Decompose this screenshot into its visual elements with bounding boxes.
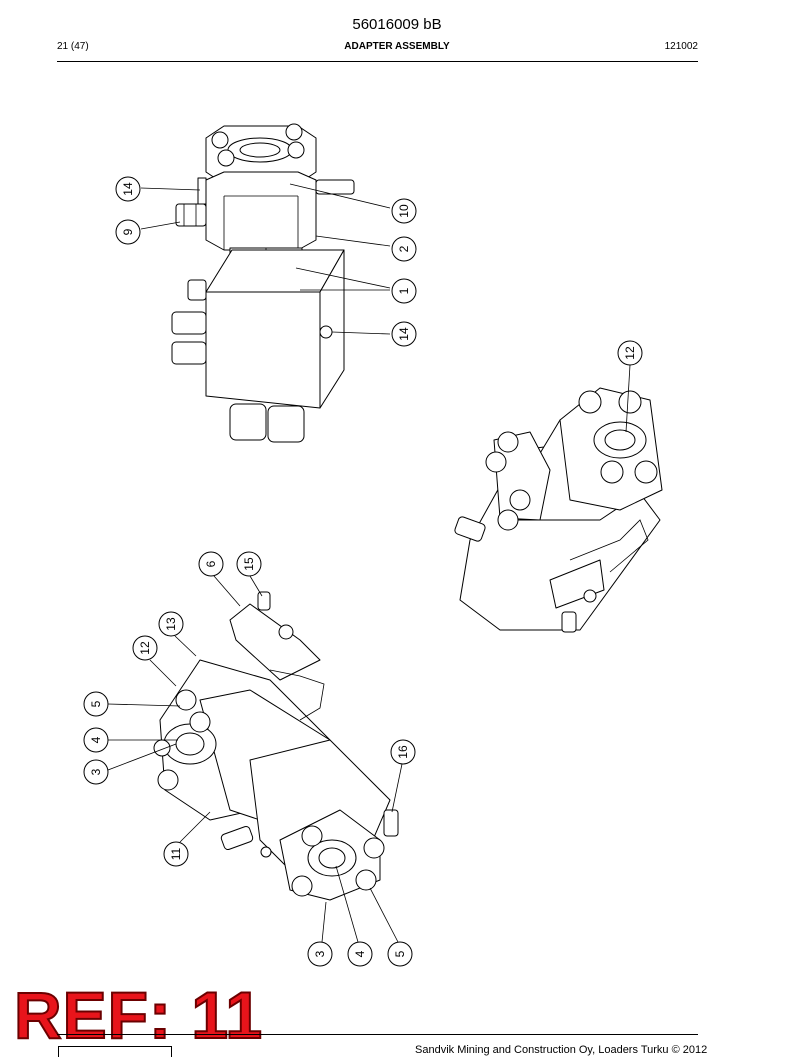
svg-text:14: 14 bbox=[121, 182, 135, 196]
svg-text:4: 4 bbox=[89, 736, 103, 743]
ref-stamp: REF: 11 bbox=[13, 978, 264, 1052]
bottom-callouts: 6 15 13 12 5 4 3 11 16 3 4 5 bbox=[83, 551, 416, 967]
callout-6: 6 bbox=[198, 551, 224, 577]
footer-logo bbox=[58, 1046, 172, 1057]
right-assembly-view bbox=[454, 387, 663, 633]
svg-text:1: 1 bbox=[397, 287, 411, 294]
footer-rule bbox=[57, 1034, 698, 1035]
callout-12-right: 12 bbox=[617, 340, 643, 366]
svg-text:5: 5 bbox=[393, 950, 407, 957]
svg-text:3: 3 bbox=[89, 768, 103, 775]
svg-text:12: 12 bbox=[138, 641, 152, 655]
callout-11: 11 bbox=[163, 841, 189, 867]
callout-14-b: 14 bbox=[391, 321, 417, 347]
document-code: 121002 bbox=[664, 41, 698, 52]
callout-16: 16 bbox=[390, 739, 416, 765]
callout-12-bottom: 12 bbox=[132, 635, 158, 661]
page-title: ADAPTER ASSEMBLY bbox=[344, 41, 450, 52]
callout-2: 2 bbox=[391, 236, 417, 262]
top-callouts: 14 9 10 2 1 14 bbox=[115, 176, 417, 347]
callout-14-a: 14 bbox=[115, 176, 141, 202]
svg-text:12: 12 bbox=[623, 346, 637, 360]
svg-text:9: 9 bbox=[121, 228, 135, 235]
top-assembly-view bbox=[171, 123, 355, 443]
document-number: 56016009 bB bbox=[352, 16, 442, 33]
header-rule bbox=[57, 61, 698, 62]
svg-text:4: 4 bbox=[353, 950, 367, 957]
callout-4-lower: 4 bbox=[347, 941, 373, 967]
svg-text:13: 13 bbox=[164, 617, 178, 631]
page-number: 21 (47) bbox=[57, 41, 89, 52]
callout-5-upper: 5 bbox=[83, 691, 109, 717]
svg-text:10: 10 bbox=[397, 204, 411, 218]
callout-15: 15 bbox=[236, 551, 262, 577]
svg-text:5: 5 bbox=[89, 700, 103, 707]
callout-1: 1 bbox=[391, 278, 417, 304]
svg-text:14: 14 bbox=[397, 327, 411, 341]
callout-5-lower: 5 bbox=[387, 941, 413, 967]
callout-10: 10 bbox=[391, 198, 417, 224]
callout-13: 13 bbox=[158, 611, 184, 637]
callout-3-upper: 3 bbox=[83, 759, 109, 785]
svg-text:16: 16 bbox=[396, 745, 410, 759]
callout-9: 9 bbox=[115, 219, 141, 245]
svg-text:2: 2 bbox=[397, 245, 411, 252]
callout-4-upper: 4 bbox=[83, 727, 109, 753]
bottom-assembly-view bbox=[153, 591, 399, 901]
footer-copyright: Sandvik Mining and Construction Oy, Load… bbox=[415, 1044, 708, 1056]
svg-text:6: 6 bbox=[204, 560, 218, 567]
svg-text:11: 11 bbox=[169, 847, 183, 860]
callout-3-lower: 3 bbox=[307, 941, 333, 967]
svg-text:3: 3 bbox=[313, 950, 327, 957]
svg-text:15: 15 bbox=[242, 557, 256, 571]
